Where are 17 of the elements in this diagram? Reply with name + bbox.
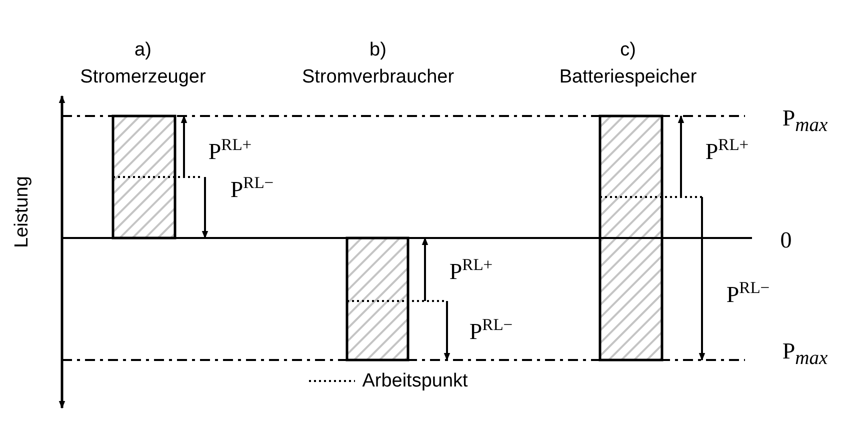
axis-value-label: 0 [780,228,792,252]
dimension-label: P$^{RL−}$ [469,317,513,343]
panel-title: Stromerzeuger [80,68,206,86]
dimension-label: P$^{RL+}$ [705,137,749,163]
dimension-label: P$^{RL−}$ [230,175,274,201]
panel-letter: a) [134,40,152,60]
dimension-label: P$^{RL+}$ [449,257,493,283]
dimension-label: P$^{RL−}$ [726,280,770,306]
panel-letter: c) [620,40,636,60]
dimension-label: P$^{RL+}$ [208,137,252,163]
limit-label: P$_{max}$ [782,106,828,136]
panel-title: Stromverbraucher [302,68,454,86]
axis-label: Leistung [12,176,32,248]
legend-label: Arbeitspunkt [362,372,468,390]
panel-letter: b) [370,40,386,60]
panel-title: Batteriespeicher [559,68,697,86]
limit-label: P$_{max}$ [782,339,828,369]
